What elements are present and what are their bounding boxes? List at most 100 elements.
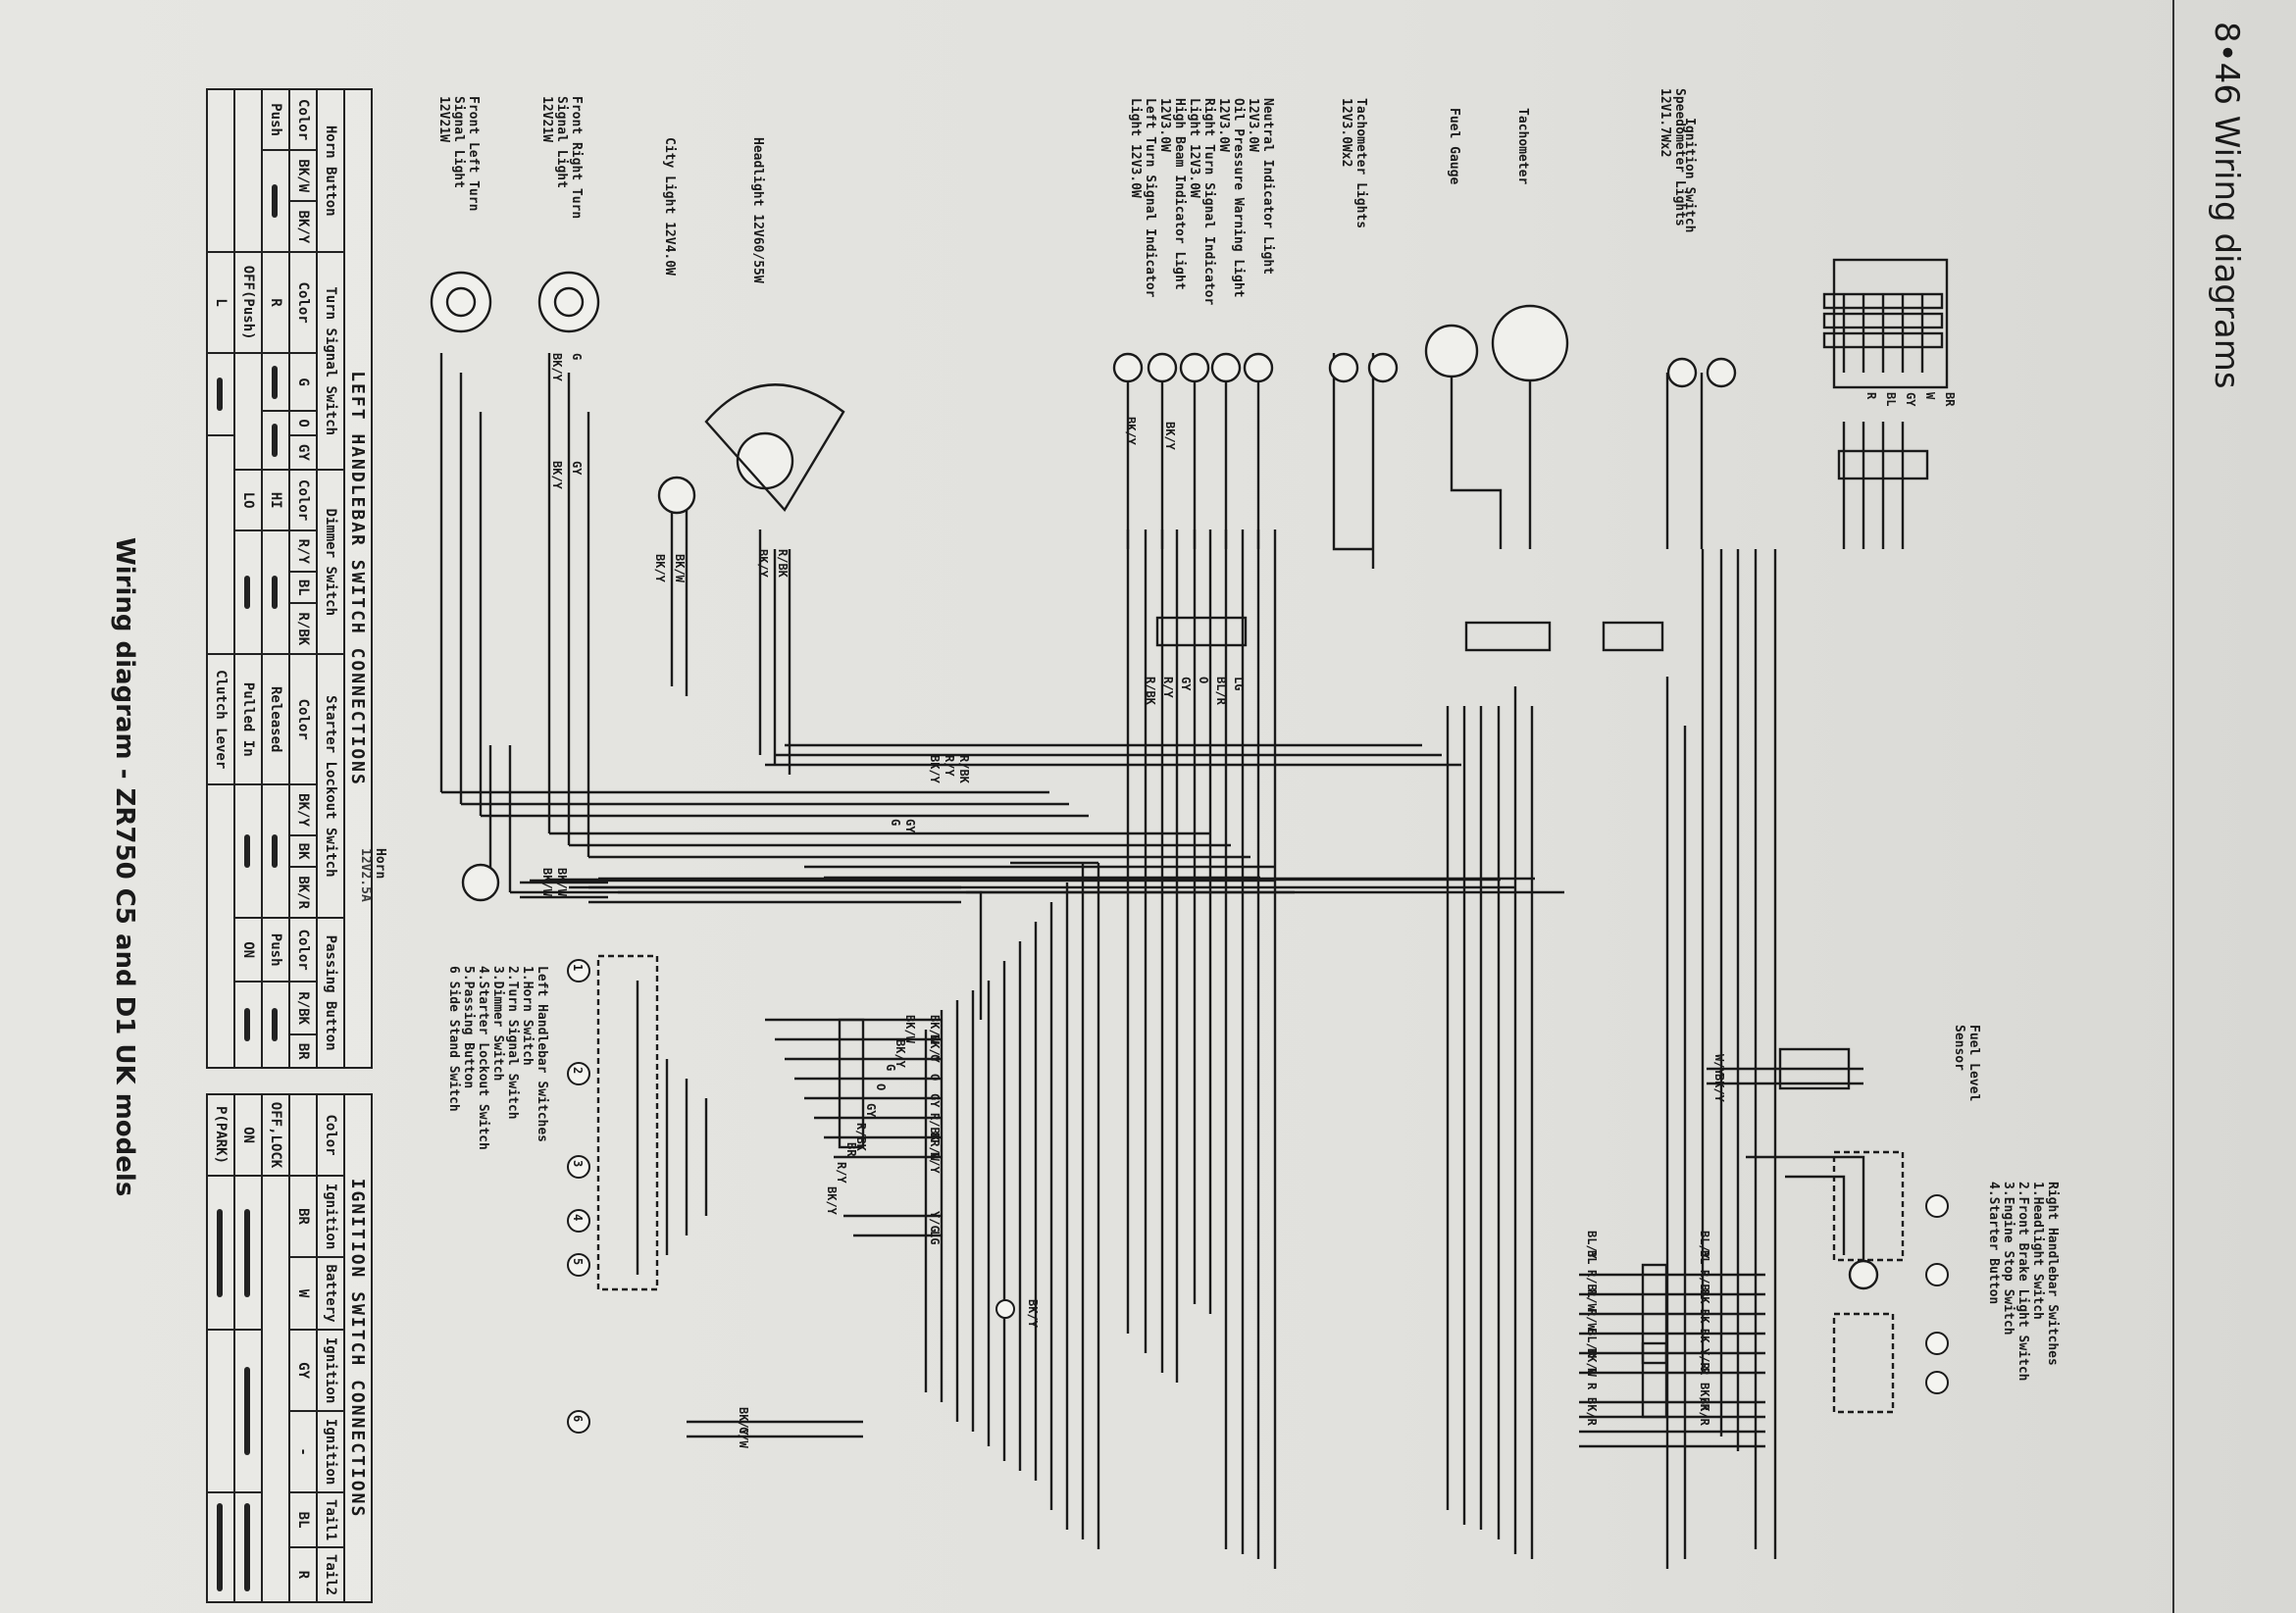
connector-blocks	[596, 258, 1949, 1419]
wire-label: BK/Y	[550, 353, 564, 381]
circle-number: 2	[571, 1067, 585, 1075]
connection-bar	[234, 1330, 262, 1493]
connection-bar	[262, 150, 289, 253]
table-cell: Pulled In	[234, 654, 262, 784]
table-cell: Color	[289, 89, 317, 151]
wire-label: GY	[864, 1103, 878, 1118]
circle-number: 6	[571, 1415, 585, 1423]
table-cell: Ignition	[317, 1176, 344, 1258]
table-cell: OFF(Push)	[234, 252, 262, 353]
brake-switch-symbol	[1848, 1259, 1879, 1290]
wire-label: Y/R	[1698, 1348, 1711, 1370]
headlight-lamp	[736, 431, 794, 490]
table-cell: BK	[289, 835, 317, 868]
wire-label: BK/W	[540, 868, 554, 896]
table-cell: Color	[289, 654, 317, 784]
table-cell: Tail1	[317, 1492, 344, 1548]
wire-label: BK	[1698, 1289, 1711, 1304]
circle-number: 3	[571, 1160, 585, 1168]
front-left-turn-label: Front Left Turn Signal Light 12V21W	[436, 96, 481, 212]
fuel-gauge-label: Fuel Gauge	[1447, 108, 1461, 185]
wire-label: O	[928, 1074, 942, 1082]
wire-label: BK/Y	[550, 461, 564, 489]
connection-bar	[262, 783, 289, 919]
wire-label: G/W	[737, 1427, 750, 1448]
meter-connector-a	[1464, 621, 1552, 652]
wire-label: BK/Y	[1712, 1074, 1726, 1102]
wire-label: GY	[903, 819, 917, 833]
wire-label: GY	[1904, 392, 1917, 407]
wire-label: R/Y	[928, 1152, 942, 1174]
wire-label: O	[874, 1084, 888, 1091]
wire-label: BK	[1698, 1329, 1711, 1343]
wire-label: BK/W	[555, 868, 569, 896]
table-cell: Released	[262, 654, 289, 784]
wire-label: R	[1698, 1368, 1711, 1376]
wire-label: R/W	[1585, 1289, 1599, 1311]
table-cell: BL	[289, 1492, 317, 1548]
wire-label: BK/W	[673, 554, 687, 582]
table-cell: Color	[317, 1094, 344, 1177]
ignition-table-title: IGNITION SWITCH CONNECTIONS	[344, 1094, 372, 1602]
circle-number: 1	[571, 964, 585, 972]
table-cell: ON	[234, 918, 262, 983]
table-cell: Clutch Lever	[207, 654, 234, 784]
table-cell: -	[289, 1411, 317, 1493]
lamp-connector	[1155, 616, 1248, 647]
indicator-lights-label: Neutral Indicator Light 12V3.0W Oil Pres…	[1128, 98, 1275, 306]
connection-bar	[262, 982, 289, 1068]
wire-label: GY	[570, 461, 584, 476]
wire-label: R/W	[1585, 1309, 1599, 1331]
left-handlebar-switches-label: Left Handlebar Switches 1.Horn Switch 2.…	[446, 966, 549, 1150]
right-switch-connector	[1641, 1263, 1668, 1365]
table-cell: OFF,LOCK	[262, 1094, 289, 1177]
wire-label: BR	[844, 1142, 858, 1157]
table-cell: BK/R	[289, 867, 317, 919]
lamp-symbols	[430, 271, 1879, 1290]
table-cell: Color	[289, 918, 317, 983]
city-light-label: City Light 12V4.0W	[662, 137, 677, 276]
circle-markers	[567, 959, 1949, 1434]
wire-label: G	[570, 353, 584, 361]
wire-label: R/BK	[776, 549, 790, 578]
table-cell: BK/W	[289, 150, 317, 202]
wire-label: BL	[1698, 1250, 1711, 1265]
table-cell: P(PARK)	[207, 1094, 234, 1177]
ground-terminal	[995, 1299, 1015, 1319]
wire-label: R	[1864, 392, 1878, 400]
connection-bar	[207, 352, 234, 435]
connection-bar	[234, 1492, 262, 1602]
wire-label: LG	[1232, 677, 1246, 691]
connection-bar	[234, 1176, 262, 1331]
wire-label: BK/R	[1698, 1397, 1711, 1426]
wire-label: R/BK	[1144, 677, 1157, 705]
wire-label: R/Y	[835, 1162, 848, 1184]
connection-bar	[234, 982, 262, 1068]
city-light-lamp	[657, 476, 696, 515]
wire-label: BK/Y	[928, 755, 942, 783]
left-switch-connector	[838, 1018, 865, 1149]
right-switch-housing	[1832, 1150, 1905, 1262]
table-cell: Push	[262, 918, 289, 983]
table-cell: Battery	[317, 1257, 344, 1331]
table-header: Horn Button	[317, 89, 344, 253]
starter-housing	[1832, 1312, 1895, 1414]
table-cell: HI	[262, 470, 289, 531]
meter-connector-b	[1602, 621, 1664, 652]
table-cell: R/BK	[289, 603, 317, 655]
right-handlebar-switches-label: Right Handlebar Switches 1.Headlight Swi…	[1986, 1182, 2060, 1382]
wire-label: BL	[1585, 1250, 1599, 1265]
table-header: Dimmer Switch	[317, 470, 344, 655]
wire-label: R/BK	[957, 755, 971, 783]
table-cell: BR	[289, 1034, 317, 1068]
wire-label: G	[928, 1054, 942, 1062]
wire-label: W/Y	[1712, 1054, 1726, 1076]
wire-label: R/Y	[1161, 677, 1175, 698]
left-handlebar-switch-table: LEFT HANDLEBAR SWITCH CONNECTIONS Horn B…	[206, 88, 373, 1069]
table-header: Starter Lockout Switch	[317, 654, 344, 919]
table-cell: W	[289, 1257, 317, 1331]
wire-label: BK/Y	[653, 554, 667, 582]
connection-bar	[234, 783, 262, 919]
